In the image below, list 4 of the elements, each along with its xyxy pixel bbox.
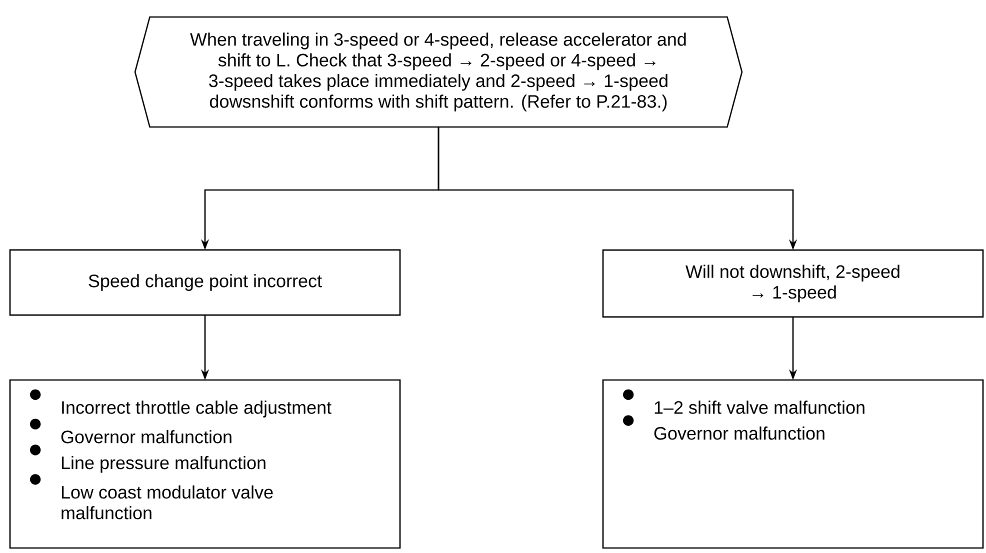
- symptom-box: Speed change point incorrect: [9, 249, 401, 316]
- cause-list-box: 1–2 shift valve malfunction Governor malfunction: [602, 379, 984, 549]
- symptom-box: Will not downshift, 2-speed → 1-speed: [602, 249, 984, 318]
- cause-list-box: Incorrect throttle cable adjustment Governor malfunction Line pressure malfunction Low coast modulator valve malfunction: [9, 379, 401, 549]
